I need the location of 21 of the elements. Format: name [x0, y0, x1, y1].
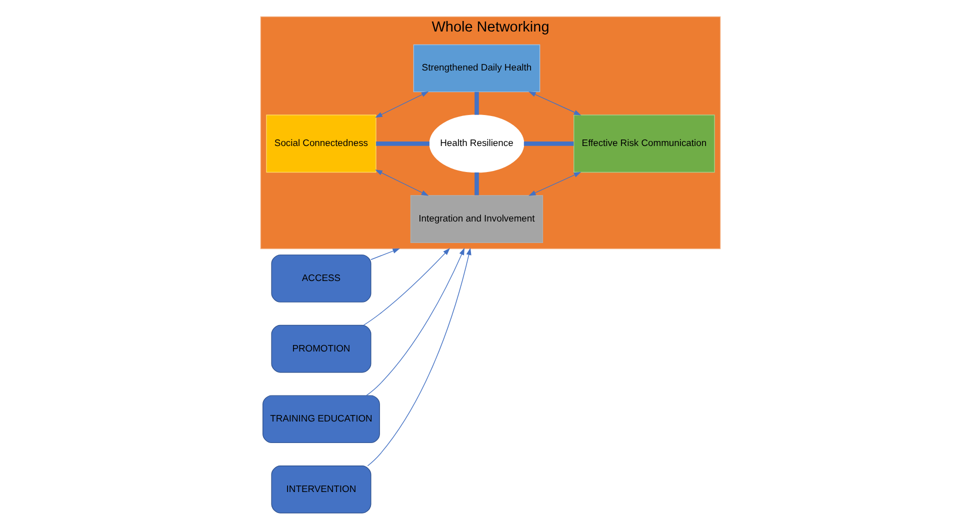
arrow	[366, 248, 471, 466]
node-box: Social Connectedness	[266, 114, 376, 173]
node-box: Strengthened Daily Health	[412, 44, 540, 92]
arrow	[370, 248, 400, 260]
arrow	[366, 248, 464, 396]
connector	[523, 141, 574, 146]
arrow	[528, 91, 581, 116]
connector	[474, 172, 478, 196]
node-box: Effective Risk Communication	[573, 114, 714, 173]
arrow	[374, 170, 428, 196]
node-box: Integration and Involvement	[410, 195, 543, 243]
connector	[376, 141, 429, 146]
node-box: ACCESS	[270, 254, 371, 302]
node-box: TRAINING EDUCATION	[262, 395, 380, 444]
node-ellipse: Health Resilience	[428, 114, 524, 173]
node-box: INTERVENTION	[270, 466, 371, 514]
arrow	[362, 248, 450, 326]
connector	[474, 92, 478, 115]
arrow	[528, 172, 581, 196]
node-box: PROMOTION	[270, 324, 371, 373]
arrow	[374, 91, 428, 118]
